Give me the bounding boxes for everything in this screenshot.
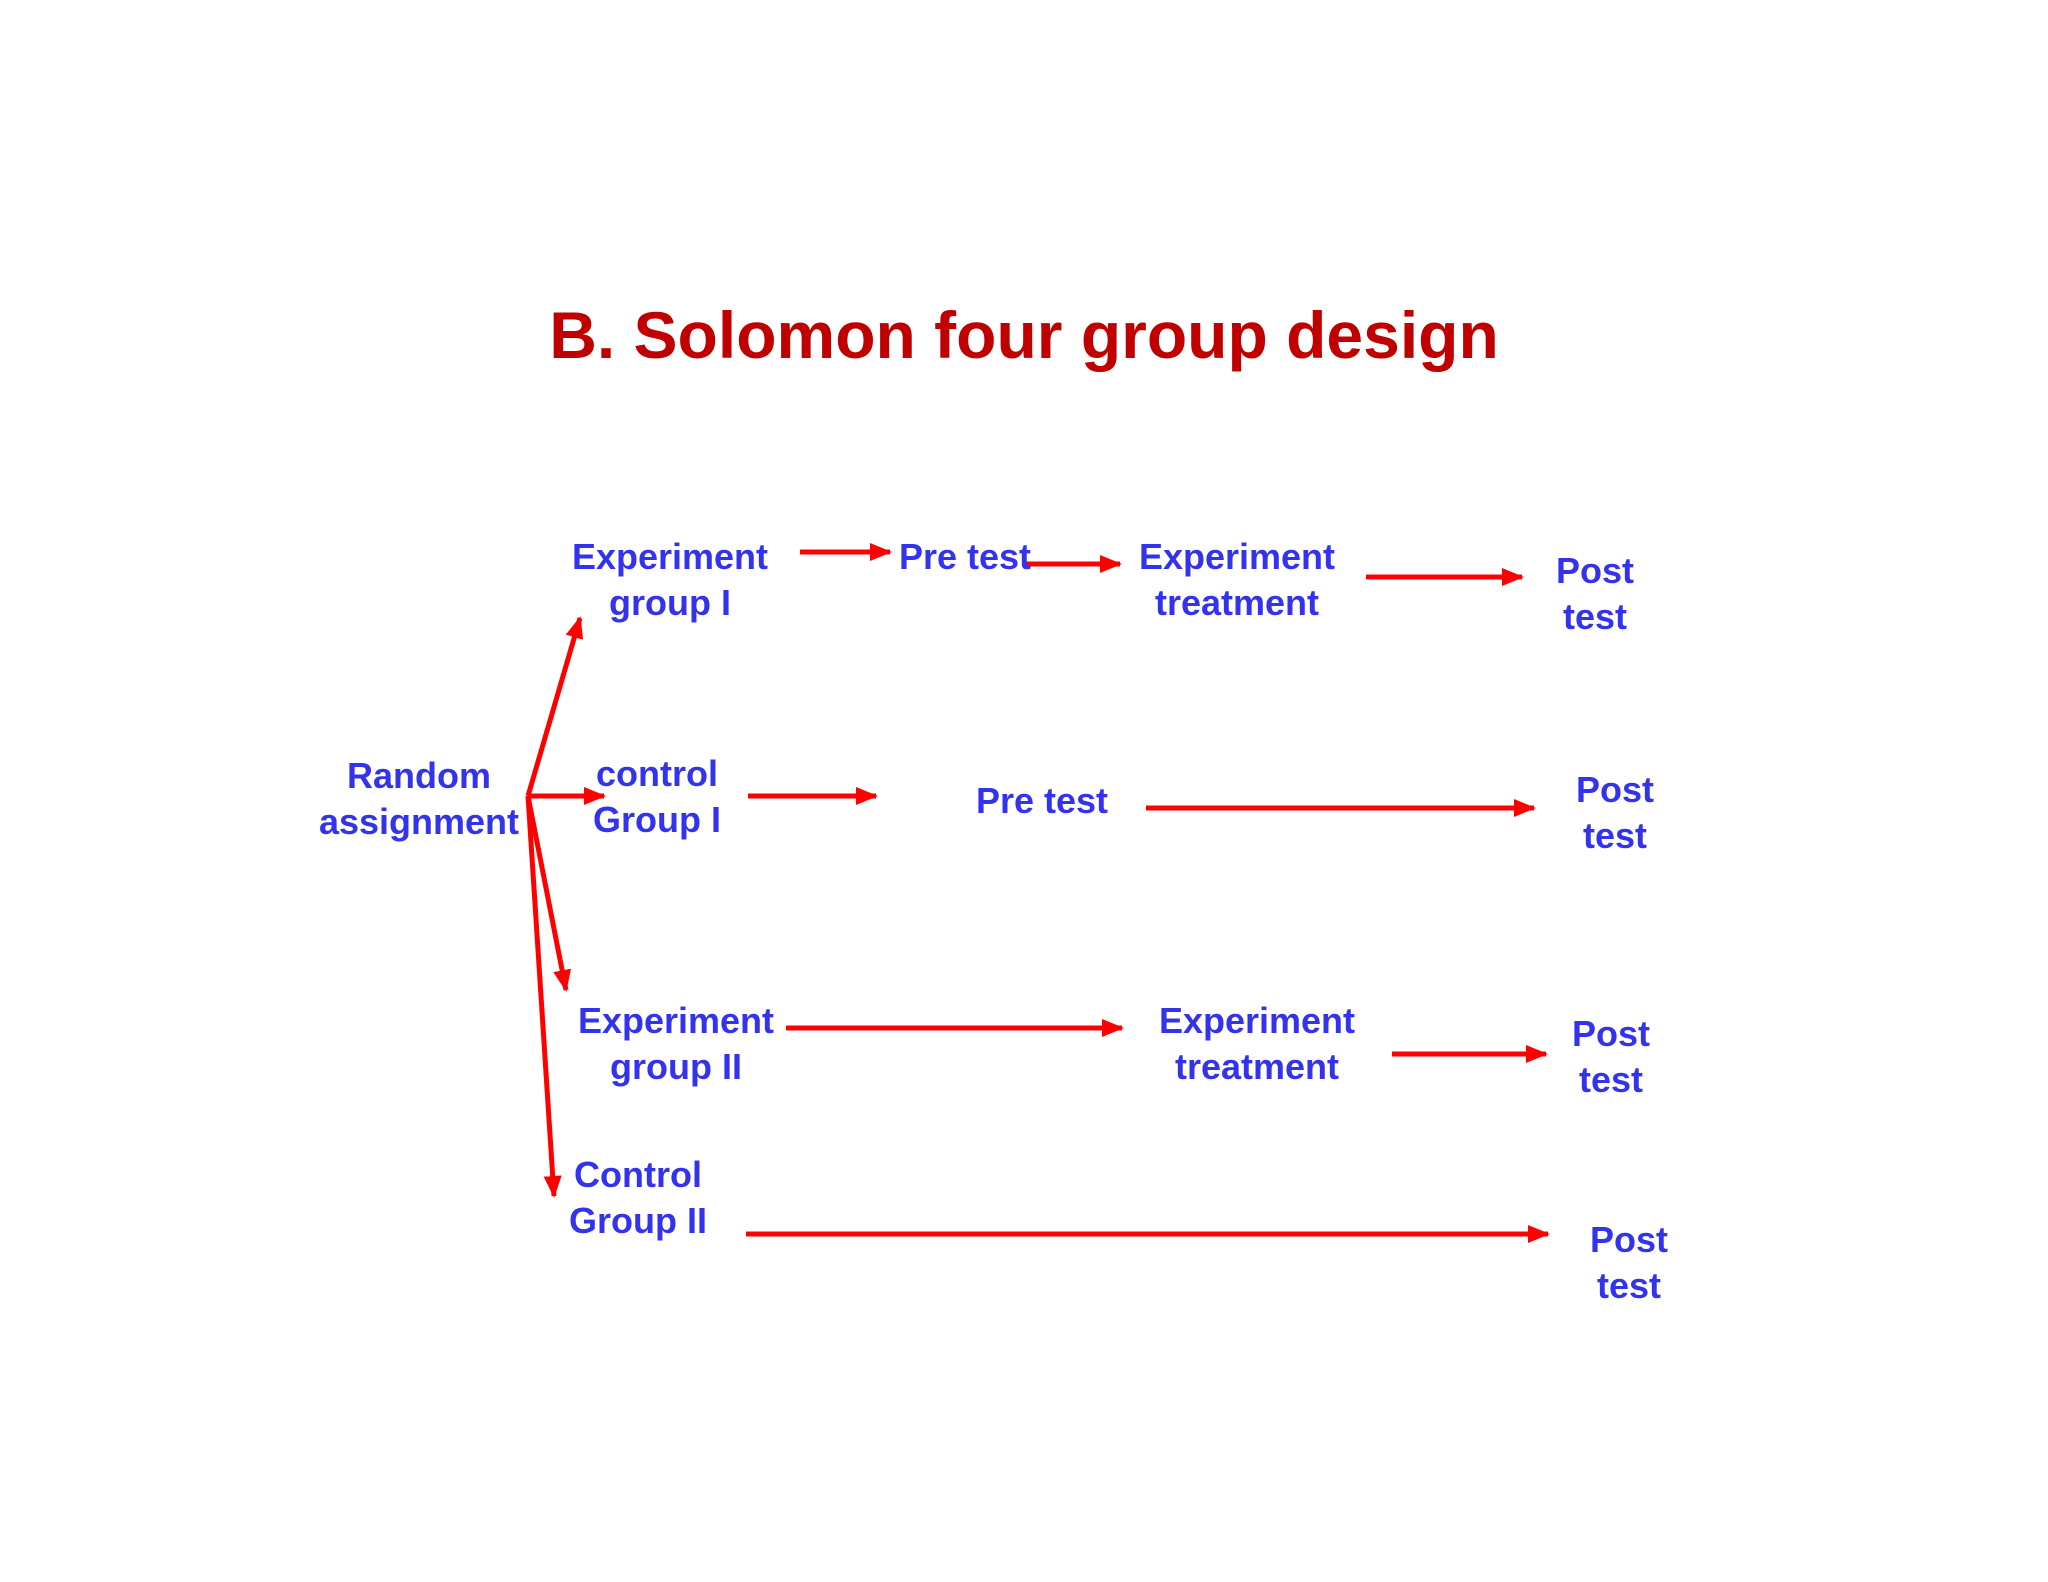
node-control-group-2-line-1: Control [574,1154,702,1195]
node-treatment-2: Experiment treatment [1159,998,1355,1090]
node-experiment-group-1-line-1: Experiment [571,536,769,577]
arrow-random-to-control-group-2 [525,795,562,1198]
node-control-group-1: control Group I [593,751,721,843]
node-posttest-3: Post test [1572,1011,1650,1103]
node-random-assignment-line-2: assignment [318,801,520,842]
node-posttest-1-line-2: test [1562,596,1628,637]
node-posttest-3-line-2: test [1578,1059,1644,1100]
node-treatment-1-line-2: treatment [1154,582,1320,623]
node-experiment-group-2-line-2: group II [610,1046,742,1087]
node-posttest-2-line-1: Post [1575,769,1655,810]
node-experiment-group-2-line-1: Experiment [577,1000,775,1041]
node-posttest-2: Post test [1576,767,1654,859]
node-posttest-3-line-1: Post [1571,1013,1651,1054]
node-pretest-2: Pre test [976,778,1108,824]
slide-title: B. Solomon four group design [549,298,1499,372]
node-pretest-1-line-1: Pre test [898,536,1032,577]
node-control-group-2-line-2: Group II [569,1200,707,1241]
node-posttest-4-line-2: test [1596,1265,1662,1306]
node-experiment-group-1-line-2: group I [609,582,731,623]
node-experiment-group-2: Experiment group II [578,998,774,1090]
node-posttest-4-line-1: Post [1589,1219,1669,1260]
node-random-assignment-line-1: Random [347,755,491,796]
node-treatment-1-line-1: Experiment [1138,536,1336,577]
node-control-group-1-line-1: control [596,753,718,794]
node-experiment-group-1: Experiment group I [572,534,768,626]
node-posttest-1: Post test [1556,548,1634,640]
node-posttest-1-line-1: Post [1555,550,1635,591]
node-control-group-2: Control Group II [569,1152,707,1244]
node-treatment-2-line-2: treatment [1174,1046,1340,1087]
node-pretest-1: Pre test [899,534,1031,580]
node-random-assignment: Random assignment [319,753,519,845]
node-posttest-2-line-2: test [1582,815,1648,856]
node-pretest-2-line-1: Pre test [975,780,1109,821]
node-posttest-4: Post test [1590,1217,1668,1309]
arrow-random-to-experiment-group-2 [525,795,571,992]
arrow-random-to-experiment-group-1 [525,616,584,797]
node-control-group-1-line-2: Group I [593,799,721,840]
node-treatment-2-line-1: Experiment [1158,1000,1356,1041]
node-treatment-1: Experiment treatment [1139,534,1335,626]
